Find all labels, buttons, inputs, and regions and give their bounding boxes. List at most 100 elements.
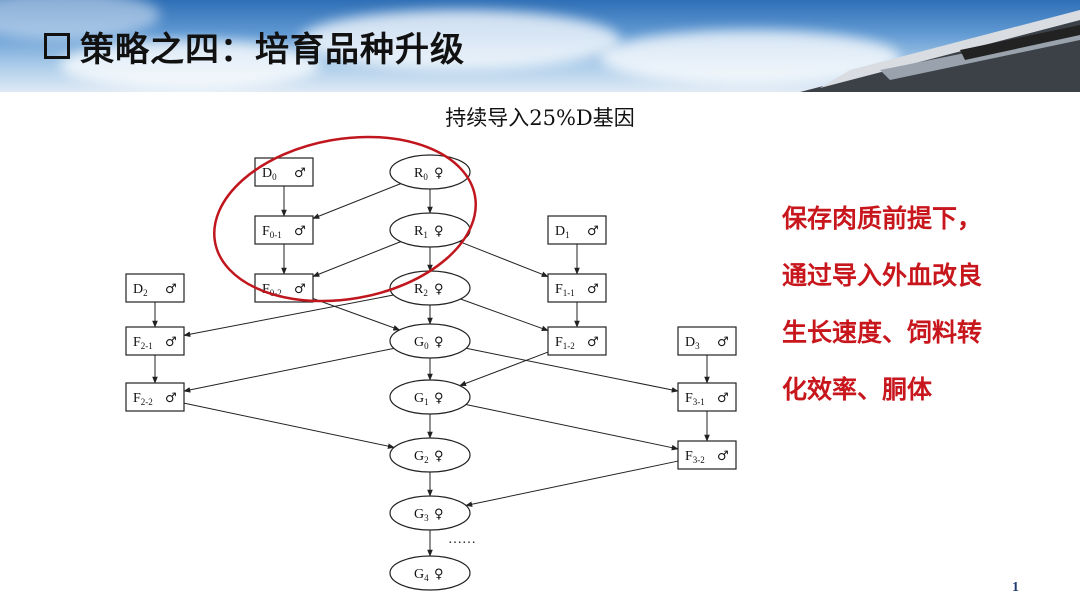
node-shape xyxy=(389,323,471,359)
node-shape xyxy=(677,382,737,412)
node-label: F1-1 xyxy=(555,282,575,298)
node-shape xyxy=(125,326,185,356)
node-shape xyxy=(389,270,471,306)
node-label: G3 xyxy=(414,507,429,523)
node-label: R1 xyxy=(414,224,428,240)
note-line-3: 生长速度、饲料转 xyxy=(782,318,983,347)
node-f32: F3-2 ♂ xyxy=(677,440,737,470)
edge-F32-G3 xyxy=(465,460,679,507)
edge-R1-F11 xyxy=(459,241,549,278)
female-symbol-icon: ♀ xyxy=(434,166,444,181)
node-label: D0 xyxy=(262,166,277,182)
node-r0: R0 ♀ xyxy=(389,154,471,190)
node-d2: D2♂ xyxy=(125,273,185,303)
edge-F12-G1 xyxy=(459,351,549,387)
female-symbol-icon: ♀ xyxy=(434,282,444,297)
node-label: F2-1 xyxy=(133,335,153,351)
header-banner: 策略之四：培育品种升级 xyxy=(0,0,1080,92)
node-f01: F0-1 ♂ xyxy=(254,215,314,245)
node-label: D2 xyxy=(133,282,148,298)
male-symbol-icon: ♂ xyxy=(717,335,729,350)
node-g0: G0 ♀ xyxy=(389,323,471,359)
node-shape xyxy=(389,154,471,190)
female-symbol-icon: ♀ xyxy=(434,335,444,350)
female-symbol-icon: ♀ xyxy=(434,391,444,406)
male-symbol-icon: ♂ xyxy=(165,335,177,350)
male-symbol-icon: ♂ xyxy=(717,391,729,406)
bullet-square-icon xyxy=(44,33,70,59)
male-symbol-icon: ♂ xyxy=(294,282,306,297)
node-shape xyxy=(389,379,471,415)
edge-F02-G0 xyxy=(312,298,401,331)
node-g4: G4 ♀ xyxy=(389,555,471,591)
node-shape xyxy=(389,555,471,591)
note-line-1: 保存肉质前提下， xyxy=(782,204,983,233)
node-g2: G2 ♀ xyxy=(389,437,471,473)
node-shape xyxy=(125,382,185,412)
male-symbol-icon: ♂ xyxy=(294,224,306,239)
node-label: R2 xyxy=(414,282,428,298)
nodes-layer: D0♂R0♀F0-1♂R1♀D1♂D2♂F0-2♂R2♀F1-1♂F2-1♂G0… xyxy=(125,154,737,591)
node-shape xyxy=(547,273,607,303)
highlight-circle xyxy=(213,135,477,303)
node-shape xyxy=(389,212,471,248)
node-f22: F2-2 ♂ xyxy=(125,382,185,412)
female-symbol-icon: ♀ xyxy=(434,507,444,522)
node-f12: F1-2 ♂ xyxy=(547,326,607,356)
male-symbol-icon: ♂ xyxy=(587,282,599,297)
node-label: G1 xyxy=(414,391,429,407)
node-label: F0-1 xyxy=(262,224,282,240)
node-f21: F2-1 ♂ xyxy=(125,326,185,356)
node-label: G0 xyxy=(414,335,429,351)
node-label: F1-2 xyxy=(555,335,575,351)
node-label: F3-2 xyxy=(685,449,705,465)
ellipsis-text: …… xyxy=(448,532,476,547)
node-label: F0-2 xyxy=(262,282,282,298)
page-number: 1 xyxy=(1012,580,1019,595)
node-shape xyxy=(125,273,185,303)
node-r1: R1 ♀ xyxy=(389,212,471,248)
note-text: 保存肉质前提下， 通过导入外血改良 生长速度、饲料转 化效率、胴体 xyxy=(782,190,1072,418)
male-symbol-icon: ♂ xyxy=(717,449,729,464)
edges-layer xyxy=(152,183,710,557)
edge-R2-F21 xyxy=(183,294,394,337)
edge-G1-F32 xyxy=(465,404,679,451)
node-f11: F1-1 ♂ xyxy=(547,273,607,303)
page-title: 策略之四：培育品种升级 xyxy=(44,24,465,70)
node-shape xyxy=(547,326,607,356)
node-label: F3-1 xyxy=(685,391,705,407)
edge-F22-G2 xyxy=(183,402,395,449)
node-label: D3 xyxy=(685,335,700,351)
node-shape xyxy=(389,437,471,473)
female-symbol-icon: ♀ xyxy=(434,567,444,582)
node-label: G4 xyxy=(414,567,429,583)
node-d1: D1 ♂ xyxy=(547,215,607,245)
node-label: D1 xyxy=(555,224,570,240)
node-shape xyxy=(389,495,471,531)
edge-G0-F22 xyxy=(183,347,395,393)
node-shape xyxy=(677,440,737,470)
node-r2: R2 ♀ xyxy=(389,270,471,306)
edge-G0-F31 xyxy=(466,347,679,393)
edge-R2-F12 xyxy=(460,298,549,332)
edge-R0-F01 xyxy=(312,183,401,219)
edge-R1-F02 xyxy=(312,241,401,277)
node-shape xyxy=(547,215,607,245)
female-symbol-icon: ♀ xyxy=(434,224,444,239)
male-symbol-icon: ♂ xyxy=(587,224,599,239)
node-label: G2 xyxy=(414,449,429,465)
page-title-text: 策略之四：培育品种升级 xyxy=(80,29,465,70)
note-line-4: 化效率、胴体 xyxy=(782,375,933,404)
node-d0: D0 ♂ xyxy=(254,157,314,187)
note-line-2: 通过导入外血改良 xyxy=(782,261,983,290)
node-label: F2-2 xyxy=(133,391,153,407)
node-g3: G3 ♀ xyxy=(389,495,471,531)
diagram-subtitle: 持续导入25%D基因 xyxy=(445,106,635,130)
female-symbol-icon: ♀ xyxy=(434,449,444,464)
node-label: R0 xyxy=(414,166,428,182)
node-d3: D3 ♂ xyxy=(677,326,737,356)
male-symbol-icon: ♂ xyxy=(294,166,306,181)
male-symbol-icon: ♂ xyxy=(165,391,177,406)
male-symbol-icon: ♂ xyxy=(587,335,599,350)
